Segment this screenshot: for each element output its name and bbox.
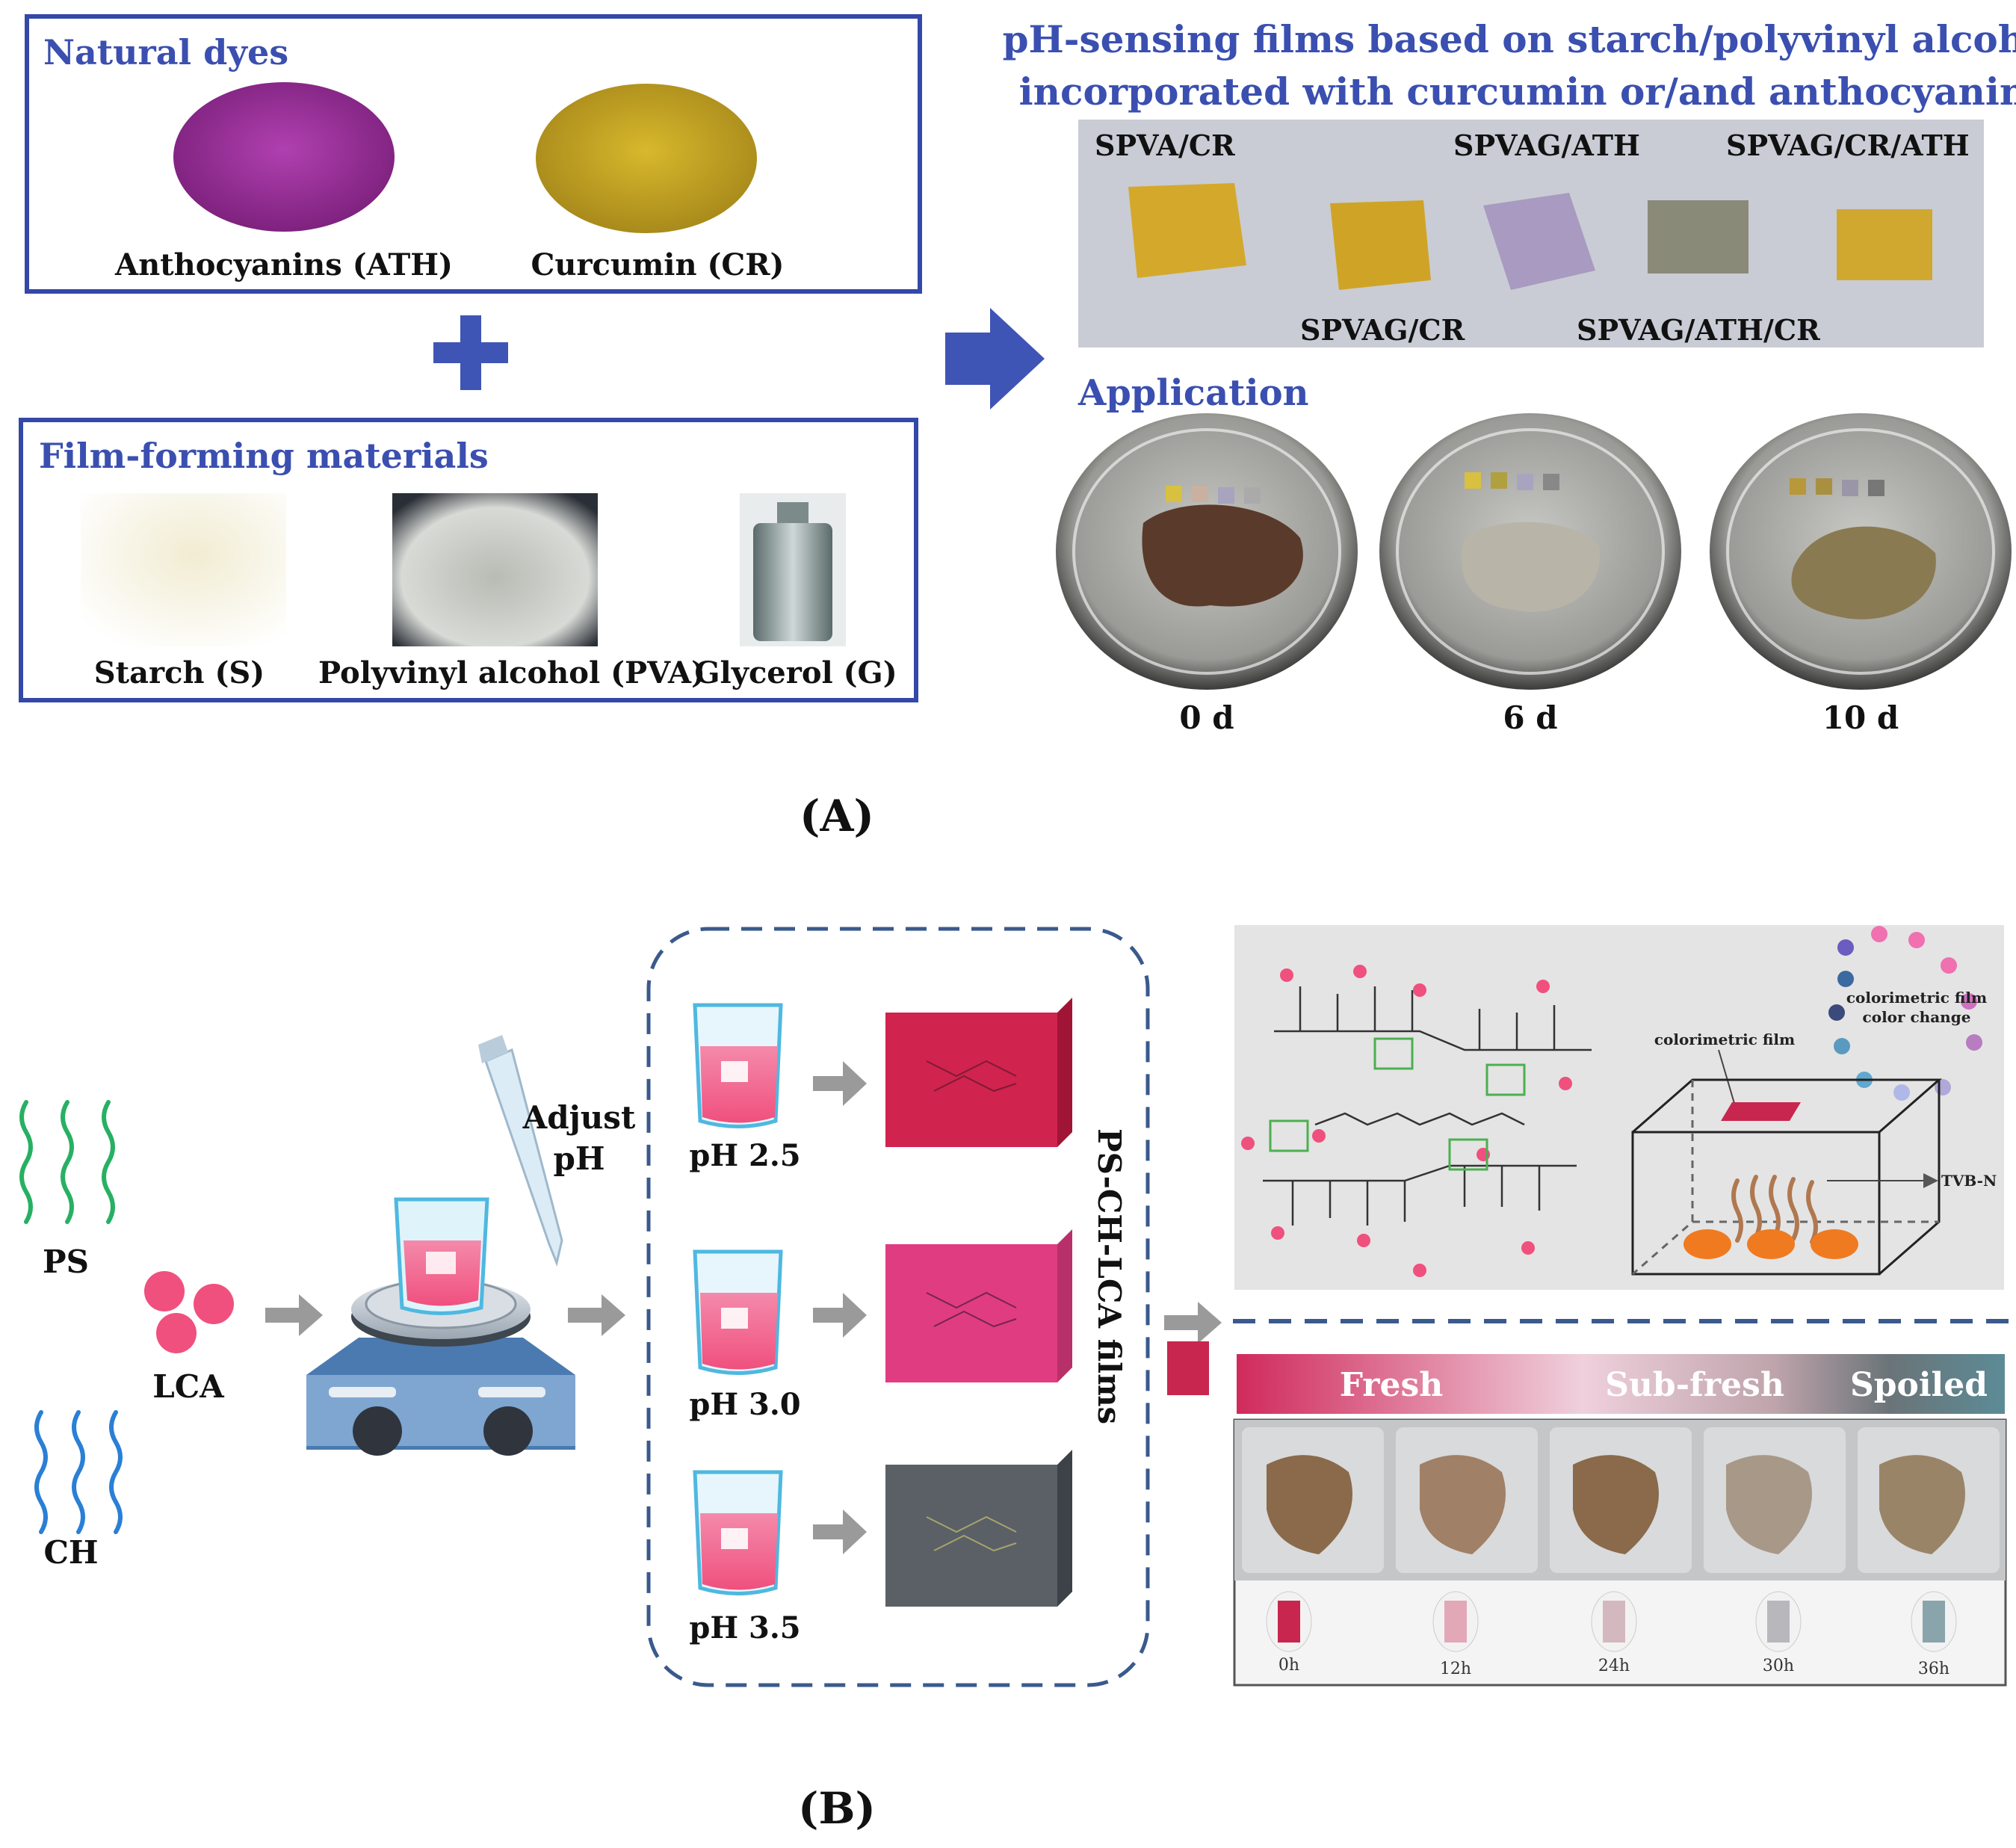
color-change-line2: color change — [1863, 1008, 1971, 1026]
arrow-to-beakers-icon — [568, 1294, 625, 1336]
beaker-ph-3-5 — [693, 1470, 783, 1595]
pva-photo — [392, 493, 598, 646]
stirrer-beaker-icon — [394, 1197, 489, 1315]
film-spvag-cr-ath — [1837, 209, 1932, 280]
label-spvag-cr-ath: SPVAG/CR/ATH — [1726, 129, 1970, 162]
day-6-label: 6 d — [1503, 699, 1557, 736]
film-ph-2-5 — [885, 998, 1072, 1147]
curcumin-powder — [536, 84, 757, 233]
spoiled-label: Spoiled — [1850, 1366, 1988, 1404]
day-0-label: 0 d — [1179, 699, 1234, 736]
tvbn-vapor-icon — [1731, 1175, 1818, 1244]
film-forming-title: Film-forming materials — [39, 436, 489, 476]
label-spvag-ath-cr: SPVAG/ATH/CR — [1577, 313, 1820, 347]
shrimp-icons — [1683, 1229, 1858, 1259]
plus-icon — [433, 315, 508, 390]
anthocyanins-powder — [173, 82, 395, 232]
time-24h: 24h — [1598, 1657, 1630, 1675]
films-dashed-box — [646, 927, 1150, 1687]
starch-label: Starch (S) — [94, 655, 265, 690]
row1-arrow-icon — [813, 1061, 867, 1106]
tvbn-label: TVB-N — [1941, 1172, 1997, 1190]
application-dish-10d — [1710, 413, 2012, 690]
molecular-network-sketch — [1263, 986, 1592, 1226]
ph-3-5-label: pH 3.5 — [689, 1610, 800, 1645]
swatch-30h — [1767, 1601, 1790, 1643]
glycerol-label: Glycerol (G) — [694, 655, 897, 690]
time-12h: 12h — [1440, 1660, 1471, 1678]
beaker-ph-2-5 — [693, 1003, 783, 1128]
swatch-36h — [1923, 1601, 1945, 1643]
hydrogen-bond-boxes — [1269, 1037, 1526, 1171]
label-spva-cr: SPVA/CR — [1095, 129, 1235, 162]
anthocyanins-label: Anthocyanins (ATH) — [114, 247, 453, 282]
row3-arrow-icon — [813, 1509, 867, 1554]
colorimetric-film-label: colorimetric film — [1654, 1030, 1795, 1048]
arrow-to-analysis-icon — [1164, 1302, 1222, 1344]
application-dish-0d — [1056, 413, 1358, 690]
small-film-icon — [1167, 1341, 1209, 1395]
curcumin-label: Curcumin (CR) — [531, 247, 785, 282]
lca-dots-icon — [144, 1271, 234, 1353]
film-ph-3-0 — [885, 1229, 1072, 1382]
ph-label: pH — [553, 1140, 605, 1177]
adjust-label: Adjust — [522, 1099, 636, 1136]
glycerol-bottle-photo — [740, 493, 846, 646]
panel-a-label: (A) — [800, 791, 874, 841]
film-spvag-cr — [1330, 200, 1431, 290]
label-spvag-cr: SPVAG/CR — [1300, 313, 1465, 347]
film-forming-box: Film-forming materials Starch (S) Polyvi… — [19, 418, 918, 702]
film-ph-3-5 — [885, 1450, 1072, 1607]
box-film-icon — [1721, 1102, 1801, 1121]
ch-polymer-icon — [34, 1410, 123, 1534]
time-30h: 30h — [1763, 1657, 1794, 1675]
row2-arrow-icon — [813, 1293, 867, 1338]
film-spvag-ath-cr — [1648, 200, 1748, 274]
lca-label: LCA — [152, 1368, 225, 1405]
natural-dyes-box: Natural dyes Anthocyanins (ATH) Curcumin… — [25, 14, 922, 294]
starch-photo — [81, 493, 286, 646]
swatch-0h — [1278, 1601, 1300, 1643]
pva-label: Polyvinyl alcohol (PVA) — [318, 655, 705, 690]
films-title-line2: incorporated with curcumin or/and anthoc… — [1019, 69, 2016, 114]
freshness-gradient-bar — [1237, 1354, 2005, 1414]
fresh-label: Fresh — [1340, 1366, 1443, 1404]
ph-2-5-label: pH 2.5 — [689, 1138, 800, 1173]
ch-label: CH — [43, 1534, 98, 1571]
time-0h: 0h — [1278, 1656, 1299, 1675]
molecular-dots — [1241, 965, 1572, 1277]
panel-b-label: (B) — [798, 1783, 876, 1834]
films-photo: SPVA/CR SPVAG/ATH SPVAG/CR/ATH SPVAG/CR … — [1078, 120, 1984, 347]
dropper-icon — [478, 1035, 563, 1267]
color-change-line1: colorimetric film — [1846, 989, 1987, 1007]
shrimp-photos — [1242, 1427, 2000, 1573]
application-dish-6d — [1379, 413, 1681, 690]
ps-label: PS — [43, 1243, 89, 1280]
application-title: Application — [1077, 372, 1308, 414]
film-spva-cr — [1128, 183, 1246, 278]
ph-3-0-label: pH 3.0 — [689, 1387, 800, 1422]
ps-polymer-icon — [19, 1100, 115, 1224]
natural-dyes-title: Natural dyes — [43, 32, 288, 72]
analysis-panel: colorimetric film color change colorimet… — [1234, 925, 2004, 1290]
sub-fresh-label: Sub-fresh — [1605, 1366, 1784, 1404]
time-36h: 36h — [1918, 1660, 1949, 1678]
shrimp-photos-strip: 0h 12h 24h 30h 36h — [1233, 1418, 2007, 1687]
films-title-line1: pH-sensing films based on starch/polyvin… — [1003, 17, 2016, 61]
swatch-12h — [1444, 1601, 1467, 1643]
big-right-arrow-icon — [945, 308, 1045, 410]
label-spvag-ath: SPVAG/ATH — [1453, 129, 1640, 162]
swatch-24h — [1603, 1601, 1625, 1643]
film-spvag-ath — [1483, 193, 1595, 290]
beaker-ph-3-0 — [693, 1249, 783, 1375]
day-10-label: 10 d — [1822, 699, 1899, 736]
films-vertical-label: PS-CH-LCA films — [1091, 1128, 1128, 1424]
arrow-to-stirrer-icon — [265, 1294, 323, 1336]
